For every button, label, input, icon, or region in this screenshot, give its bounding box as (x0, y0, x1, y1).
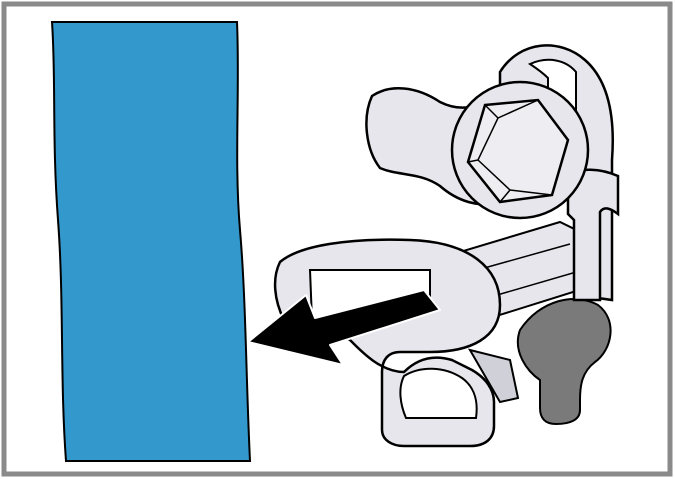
hex-nut-facet-lines (467, 99, 553, 203)
pull-direction-arrow (247, 289, 441, 366)
clip-lower-tab (467, 348, 520, 404)
rubber-seal (517, 297, 612, 426)
blue-surface-panel (50, 21, 252, 462)
rear-bracket-flange (566, 168, 620, 302)
clip-lower-window (399, 367, 478, 419)
